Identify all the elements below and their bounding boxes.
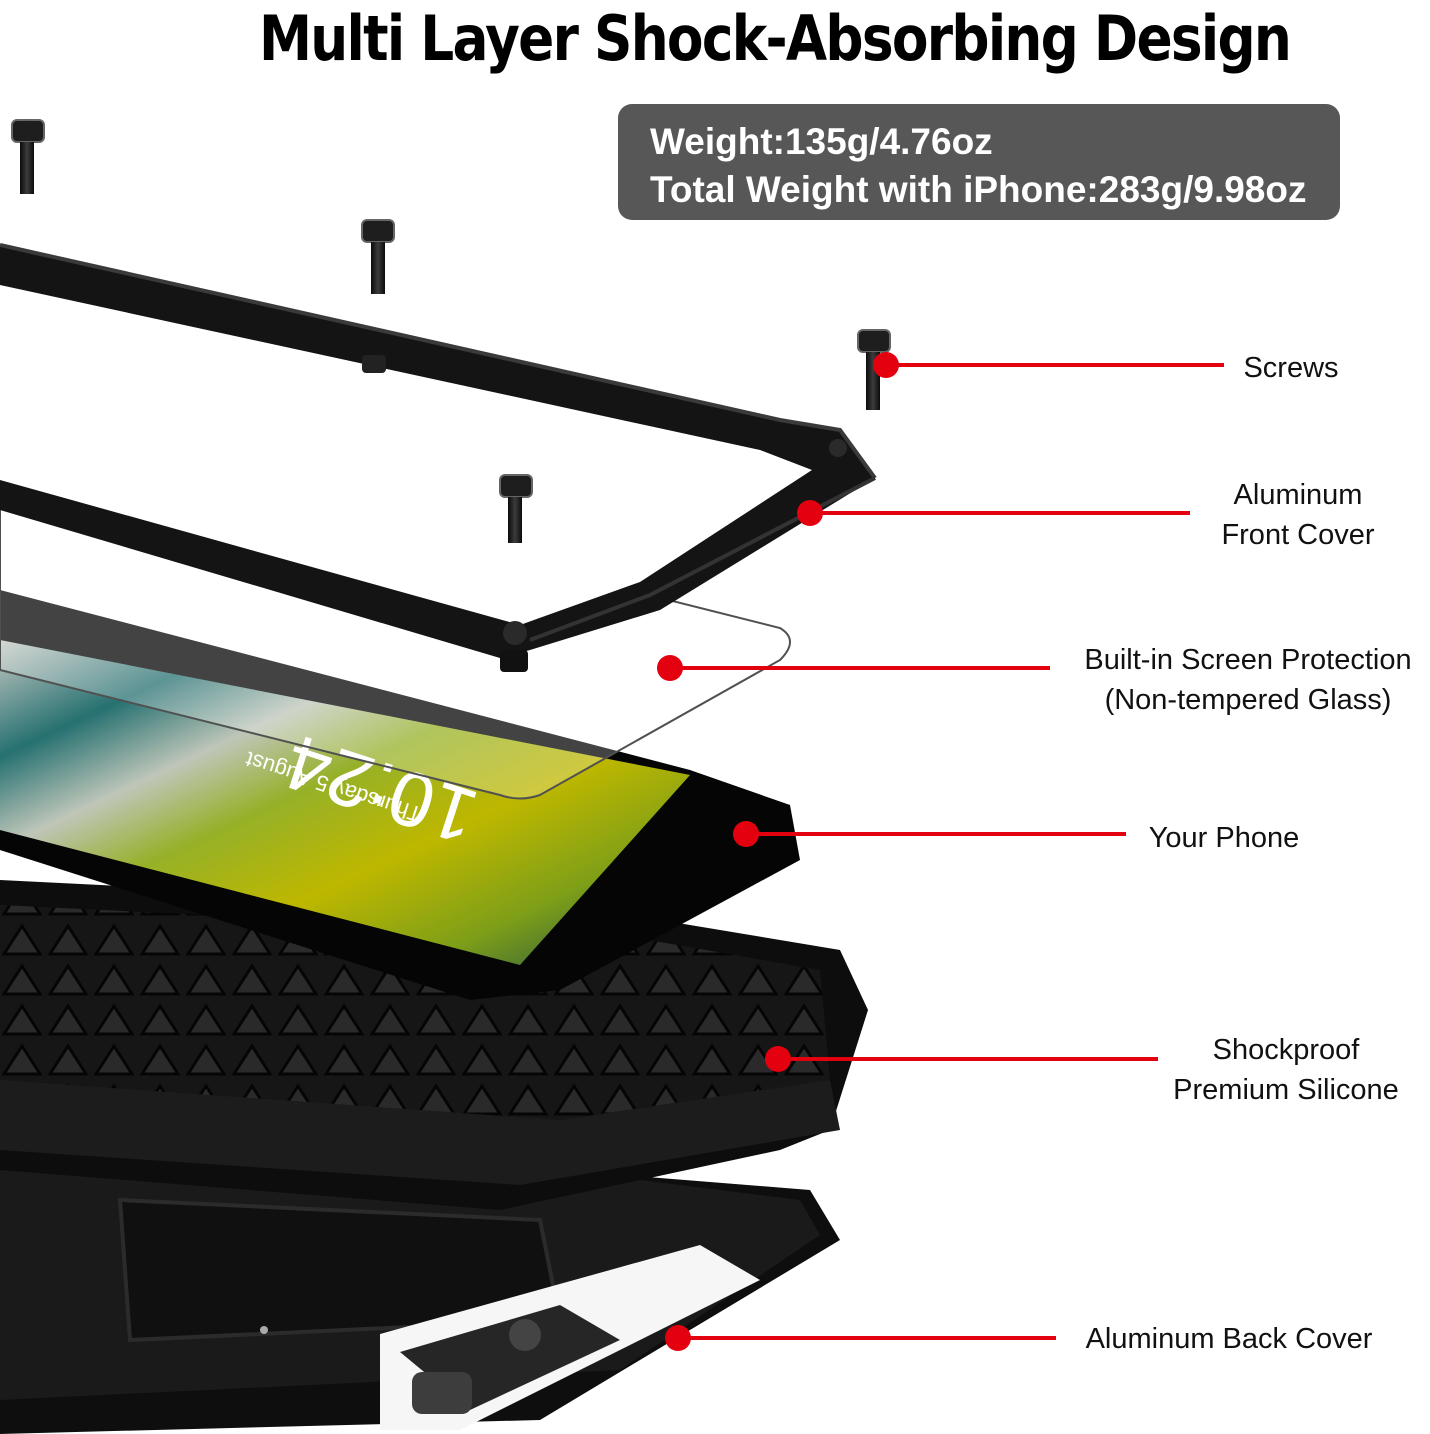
phone-illustration: 10:24 Thursday 5 August <box>0 590 800 1000</box>
callout-dot <box>797 500 823 526</box>
callout-dot <box>657 655 683 681</box>
callout-lines <box>670 363 1224 1340</box>
callout-label-front-cover: Aluminum Front Cover <box>1221 479 1375 551</box>
total-weight-line: Total Weight with iPhone:283g/9.98oz <box>650 169 1307 210</box>
shockproof-silicone-layer <box>0 880 868 1210</box>
screw <box>499 474 533 543</box>
callout-label-back-cover: Aluminum Back Cover <box>1085 1323 1373 1355</box>
screw <box>361 219 395 294</box>
callout-dot <box>733 821 759 847</box>
callout-dot <box>665 1325 691 1351</box>
callout-label-silicone: Shockproof Premium Silicone <box>1173 1034 1399 1106</box>
aluminum-back-cover <box>0 1120 840 1434</box>
callout-markers <box>657 352 899 1351</box>
callout-dot <box>765 1046 791 1072</box>
screw <box>11 119 45 194</box>
weight-info-box: Weight:135g/4.76oz Total Weight with iPh… <box>618 104 1340 220</box>
aluminum-front-cover <box>0 243 877 672</box>
callout-label-screws: Screws <box>1243 352 1339 384</box>
callout-label-phone: Your Phone <box>1148 822 1300 854</box>
page-title: Multi Layer Shock-Absorbing Design <box>0 0 1430 80</box>
callout-dot <box>873 352 899 378</box>
page-title-text: Multi Layer Shock-Absorbing Design <box>259 2 1292 75</box>
callout-label-screen-protection: Built-in Screen Protection (Non-tempered… <box>1084 644 1412 716</box>
weight-line: Weight:135g/4.76oz <box>650 121 993 162</box>
